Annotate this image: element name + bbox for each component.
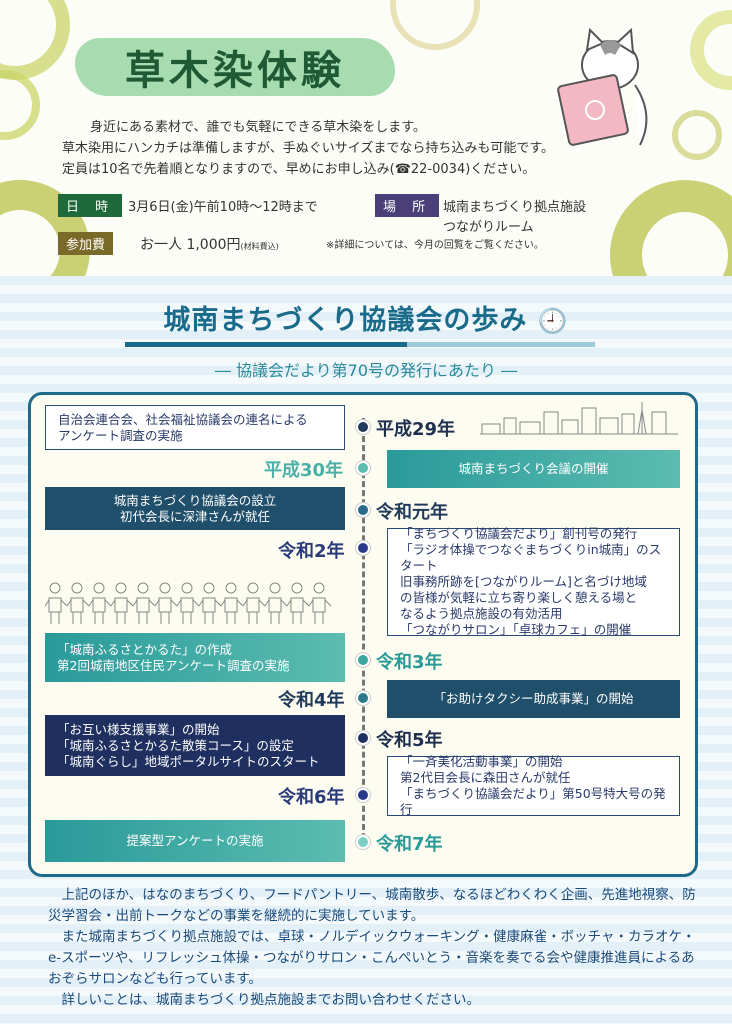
event-title: 草木染体験 xyxy=(75,38,395,96)
event-line: 城南まちづくり会議の開催 xyxy=(458,461,609,476)
event-line: 第2代目会長に森田さんが就任 xyxy=(400,770,571,785)
year-label: 令和5年 xyxy=(376,730,443,751)
event-line: 「一斉美化活動事業」の開始 xyxy=(400,754,563,769)
cityscape-illustration xyxy=(480,400,680,436)
timeline-dot xyxy=(356,691,370,705)
title-underline xyxy=(125,342,595,347)
year-label: 平成29年 xyxy=(376,419,456,440)
event-section: 草木染体験 身近にある素材で、誰でも気軽にできる草木染をします。 草木染用にハン… xyxy=(0,0,732,276)
timeline-dot xyxy=(356,788,370,802)
event-line: 第2回城南地区住民アンケート調査の実施 xyxy=(57,657,290,673)
history-subtitle: ― 協議会だより第70号の発行にあたり ― xyxy=(214,361,518,380)
timeline-event-r4: 「お助けタクシー助成事業」の開始 xyxy=(387,680,680,718)
year-label: 令和7年 xyxy=(376,834,443,855)
fee-note: (材料費込) xyxy=(240,242,279,251)
fee-label: 参加費 xyxy=(58,232,114,255)
place-label: 場 所 xyxy=(375,194,440,217)
event-line: 「まちづくり協議会だより」第50号特大号の発行 xyxy=(400,786,666,817)
year-label: 平成30年 xyxy=(264,460,344,481)
timeline-event-r1: 城南まちづくり協議会の設立初代会長に深津さんが就任 xyxy=(45,487,345,530)
leaf-ring-decoration xyxy=(0,70,40,140)
event-line: 提案型アンケートの実施 xyxy=(126,833,264,848)
timeline-event-h30: 城南まちづくり会議の開催 xyxy=(387,450,680,488)
timeline-event-r2: 「まちづくり協議会だより」創刊号の発行「ラジオ体操でつなぐまちづくりin城南」の… xyxy=(387,526,680,637)
event-line: 「お互い様支援事業」の開始 xyxy=(57,721,220,737)
fee-value: お一人 1,000円(材料費込) xyxy=(140,234,279,254)
detail-note: ※詳細については、今月の回覧をご覧ください。 xyxy=(326,240,544,251)
event-line: 「まちづくり協議会だより」創刊号の発行 xyxy=(400,526,638,541)
event-line: 「つながりサロン」「卓球カフェ」の開催 xyxy=(400,622,632,637)
intro-line: 草木染用にハンカチは準備しますが、手ぬぐいサイズまでなら持ち込みも可能です。 xyxy=(62,141,555,156)
event-line: 「ラジオ体操でつなぐまちづくりin城南」のスタート xyxy=(400,542,662,573)
timeline-dot xyxy=(356,653,370,667)
clock-icon: 🕘 xyxy=(537,307,569,335)
history-footer: 上記のほか、はなのまちづくり、フードパントリー、城南散歩、なるほどわくわく企画、… xyxy=(48,885,698,1011)
year-label: 令和4年 xyxy=(278,690,345,711)
timeline-event-h29: 自治会連合会、社会福祉協議会の連名によるアンケート調査の実施 xyxy=(45,405,345,450)
event-line: 城南まちづくり協議会の設立 xyxy=(113,492,277,508)
intro-line: 身近にある素材で、誰でも気軽にできる草木染をします。 xyxy=(90,120,426,135)
event-line: なるよう拠点施設の有効活用 xyxy=(400,606,563,621)
event-line: 「城南ふるさとかるた」の作成 xyxy=(57,641,233,657)
date-value: 3月6日(金)午前10時～12時まで xyxy=(128,200,318,215)
place-value: つながりルーム xyxy=(443,220,534,235)
event-line: 初代会長に深津さんが就任 xyxy=(119,508,270,524)
history-title-text: 城南まちづくり協議会の歩み xyxy=(163,305,528,336)
event-line: 旧事務所跡を[つながりルーム]と名づけ地域 xyxy=(400,574,647,589)
leaf-ring-decoration xyxy=(672,110,722,160)
timeline-dot xyxy=(356,420,370,434)
people-illustration xyxy=(44,580,335,625)
year-label: 令和元年 xyxy=(376,502,448,523)
footer-paragraph: また城南まちづくり拠点施設では、卓球・ノルデイックウォーキング・健康麻雀・ボッチ… xyxy=(48,929,696,987)
footer-paragraph: 詳しいことは、城南まちづくり拠点施設までお問い合わせください。 xyxy=(61,992,481,1008)
intro-line: 定員は10名で先着順となりますので、早めにお申し込み(☎22-0034)ください… xyxy=(62,162,536,177)
event-line: 「城南ぐらし」地域ポータルサイトのスタート xyxy=(57,753,320,769)
year-label: 令和2年 xyxy=(278,541,345,562)
cat-illustration xyxy=(555,25,665,155)
event-line: 自治会連合会、社会福祉協議会の連名による xyxy=(58,411,308,427)
timeline-dot xyxy=(356,835,370,849)
timeline-event-r5: 「お互い様支援事業」の開始「城南ふるさとかるた散策コース」の設定「城南ぐらし」地… xyxy=(45,715,345,776)
timeline-dot xyxy=(356,461,370,475)
timeline-event-r6: 「一斉美化活動事業」の開始第2代目会長に森田さんが就任「まちづくり協議会だより」… xyxy=(387,754,680,817)
place-value: 城南まちづくり拠点施設 xyxy=(443,200,587,215)
timeline-event-r7: 提案型アンケートの実施 xyxy=(45,820,345,862)
event-line: アンケート調査の実施 xyxy=(58,427,183,443)
event-line: 「城南ふるさとかるた散策コース」の設定 xyxy=(57,737,294,753)
leaf-ring-decoration xyxy=(690,10,732,90)
timeline-event-r3: 「城南ふるさとかるた」の作成第2回城南地区住民アンケート調査の実施 xyxy=(45,633,345,682)
event-line: の皆様が気軽に立ち寄り楽しく憩える場と xyxy=(400,590,638,605)
event-line: 「お助けタクシー助成事業」の開始 xyxy=(433,691,634,706)
timeline-dot xyxy=(356,503,370,517)
year-label: 令和3年 xyxy=(376,652,443,673)
year-label: 令和6年 xyxy=(278,787,345,808)
footer-paragraph: 上記のほか、はなのまちづくり、フードパントリー、城南散歩、なるほどわくわく企画、… xyxy=(48,887,696,924)
date-label: 日 時 xyxy=(58,194,123,217)
history-title: 城南まちづくり協議会の歩み 🕘 xyxy=(0,298,732,337)
fee-amount: お一人 1,000円 xyxy=(140,237,241,253)
timeline-dot xyxy=(356,541,370,555)
leaf-ring-decoration xyxy=(390,0,480,50)
leaf-ring-decoration xyxy=(0,0,70,80)
leaf-ring-decoration xyxy=(610,180,732,276)
timeline-spine xyxy=(362,418,365,848)
timeline-dot xyxy=(356,731,370,745)
